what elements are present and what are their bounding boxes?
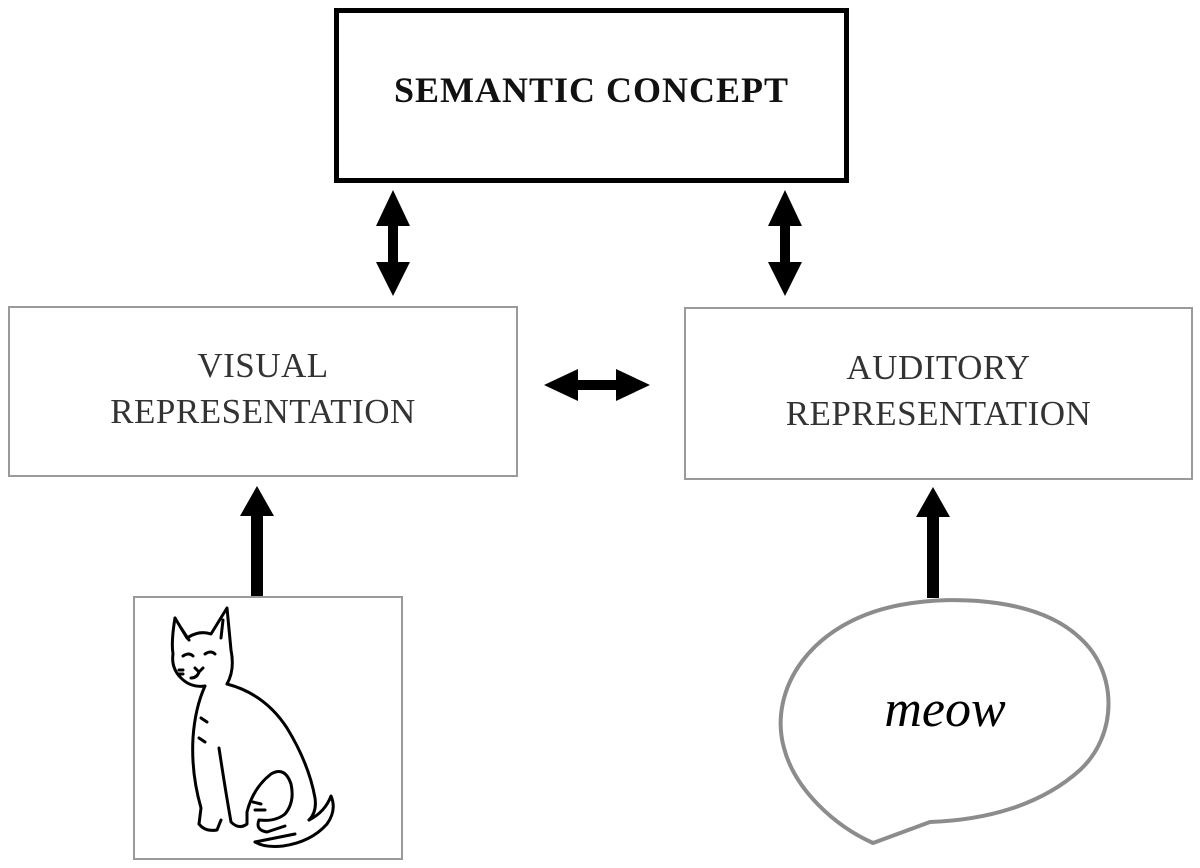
semantic-concept-box: SEMANTIC CONCEPT bbox=[334, 8, 849, 183]
visual-label-line2: REPRESENTATION bbox=[110, 391, 416, 431]
semantic-concept-label: SEMANTIC CONCEPT bbox=[393, 70, 790, 110]
visual-auditory-double-arrow bbox=[544, 369, 650, 401]
semantic-auditory-double-arrow bbox=[768, 190, 802, 296]
auditory-label-line1: AUDITORY bbox=[846, 347, 1031, 387]
image-to-visual-arrow bbox=[240, 486, 274, 596]
speech-bubble-text: meow bbox=[884, 681, 1006, 738]
auditory-representation-box: AUDITORY REPRESENTATION bbox=[684, 307, 1193, 480]
visual-representation-box: VISUAL REPRESENTATION bbox=[8, 306, 518, 477]
cat-icon bbox=[170, 606, 335, 848]
sound-to-auditory-arrow bbox=[916, 487, 950, 598]
cat-image-frame bbox=[133, 596, 403, 860]
auditory-label-line2: REPRESENTATION bbox=[785, 393, 1092, 433]
semantic-visual-double-arrow bbox=[376, 190, 410, 296]
visual-label-line1: VISUAL bbox=[197, 345, 329, 385]
